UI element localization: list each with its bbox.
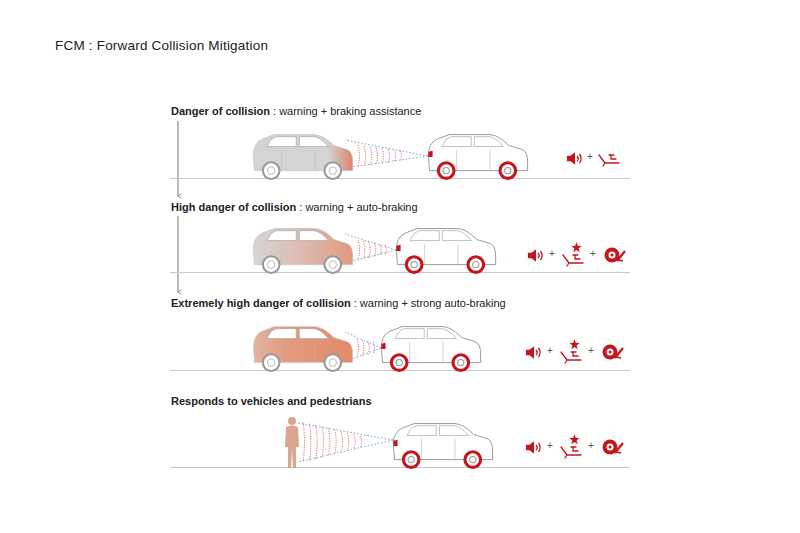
sensor-wave <box>328 428 330 456</box>
sensor-wave <box>303 422 305 462</box>
sensor-wave <box>370 147 372 166</box>
sensor-wave <box>357 339 359 357</box>
system-response: : warning + auto-braking <box>299 201 417 213</box>
sensor-wave <box>373 342 375 354</box>
plus-sign: + <box>590 248 596 259</box>
system-response: : warning + strong auto-braking <box>354 297 506 309</box>
sensor-wave <box>388 149 390 162</box>
sensor-beam <box>298 423 393 440</box>
sensor-wave <box>354 434 356 449</box>
sensor-wave <box>400 151 402 161</box>
sensor-wave <box>376 148 378 165</box>
danger-level: Responds to vehicles and pedestrians <box>171 395 372 407</box>
sensor-wave <box>394 150 396 162</box>
plus-sign: + <box>587 151 593 162</box>
sensor-wave <box>364 146 366 166</box>
plus-sign: + <box>588 440 594 451</box>
sensor-wave <box>358 145 360 167</box>
sensor-wave <box>382 148 384 163</box>
sensor-beam <box>352 348 381 359</box>
plus-sign: + <box>549 248 555 259</box>
sensor-wave <box>358 240 360 260</box>
sensor-wave <box>380 244 382 256</box>
sensor-wave <box>316 425 318 459</box>
sensor-wave <box>341 431 343 452</box>
sensor-wave <box>363 241 365 259</box>
sensor-wave <box>360 436 362 448</box>
row-heading: Danger of collision: warning + braking a… <box>171 105 421 117</box>
system-response: : warning + braking assistance <box>273 105 421 117</box>
diagram-title: FCM : Forward Collision Mitigation <box>55 38 268 53</box>
sensor-wave <box>368 341 370 355</box>
plus-sign: + <box>547 345 553 356</box>
sensor-beam <box>345 140 428 156</box>
row-heading: High danger of collision: warning + auto… <box>171 201 418 213</box>
row-heading: Responds to vehicles and pedestrians <box>171 395 375 407</box>
sensor-wave <box>322 427 324 458</box>
plus-sign: + <box>588 345 594 356</box>
plus-sign: + <box>547 440 553 451</box>
sensor-wave <box>309 424 311 461</box>
danger-level: High danger of collision <box>171 201 296 213</box>
sensor-wave <box>347 433 349 451</box>
sensor-wave <box>385 245 387 255</box>
sensor-beam <box>298 440 393 462</box>
danger-level: Danger of collision <box>171 105 270 117</box>
sensor-wave <box>335 430 337 454</box>
row-heading: Extremely high danger of collision: warn… <box>171 297 506 309</box>
sensor-wave <box>362 340 364 356</box>
danger-level: Extremely high danger of collision <box>171 297 351 309</box>
sensor-wave <box>369 242 371 258</box>
sensor-wave <box>374 243 376 257</box>
sensor-beam <box>352 156 428 167</box>
